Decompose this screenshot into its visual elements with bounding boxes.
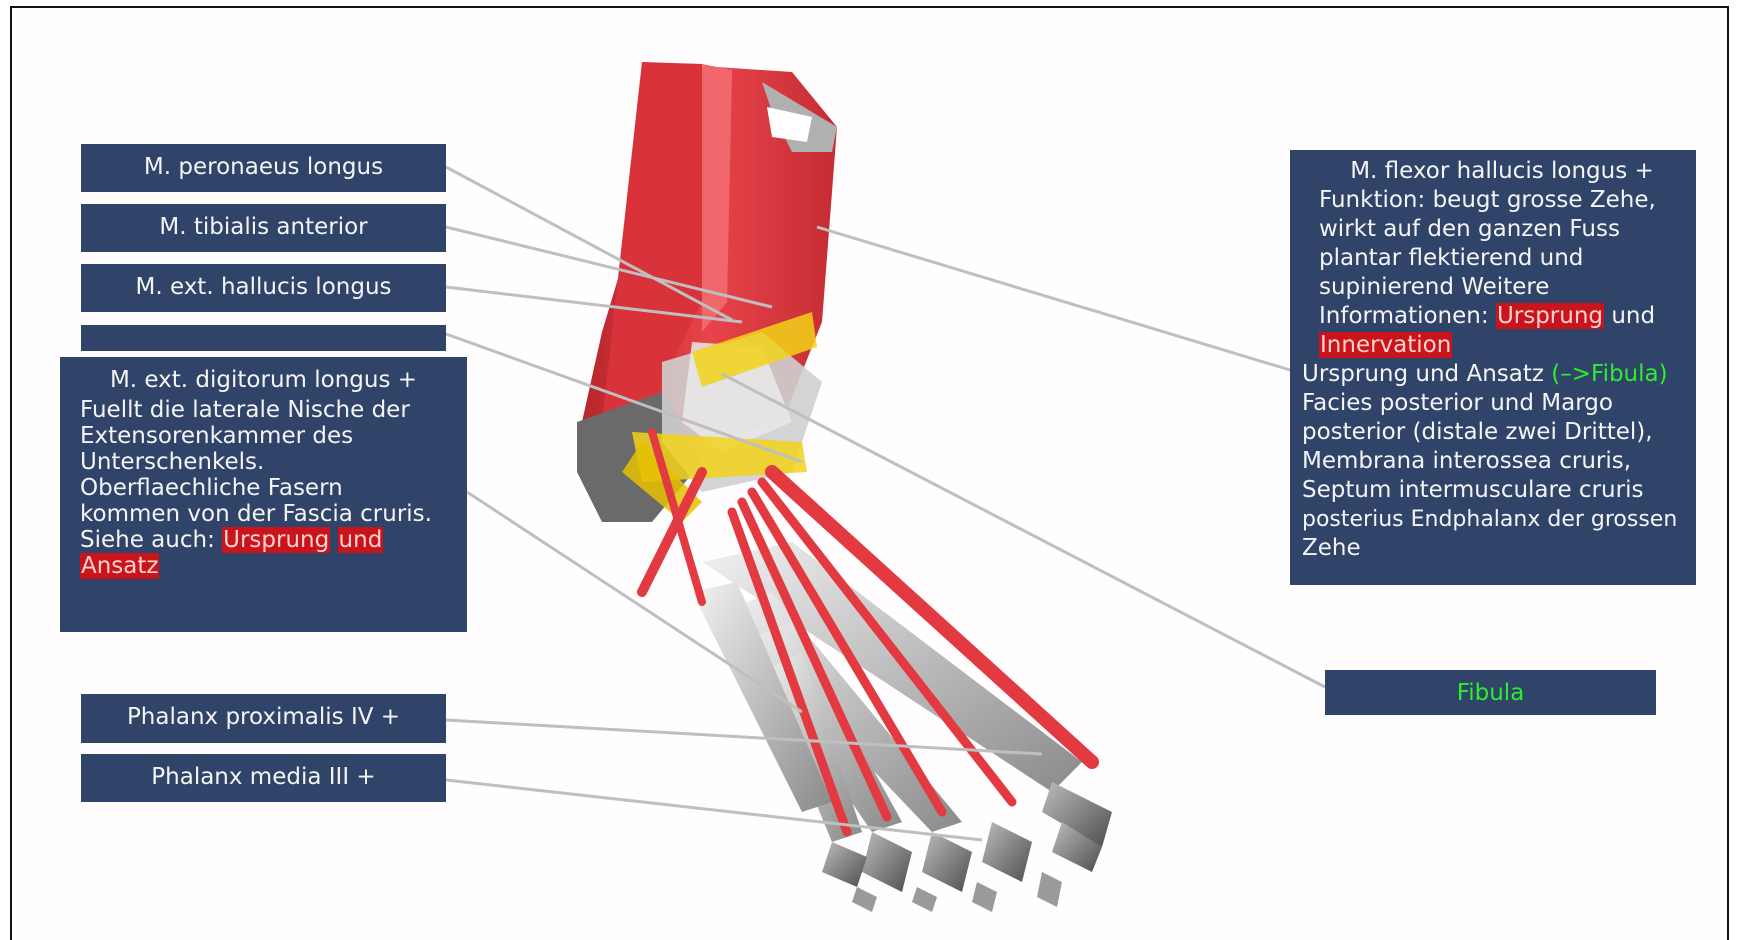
label-flexor-hallucis-longus-panel[interactable]: M. flexor hallucis longus + Funktion: be… bbox=[1290, 150, 1696, 585]
label-peronaeus-longus[interactable]: M. peronaeus longus bbox=[81, 144, 446, 192]
innervation-line: Innervation bbox=[1319, 331, 1696, 360]
panel-title: M. flexor hallucis longus + bbox=[1290, 157, 1696, 186]
label-phalanx-proximalis[interactable]: Phalanx proximalis IV + bbox=[81, 694, 446, 743]
label-text: M. peronaeus longus bbox=[144, 154, 383, 180]
label-blank[interactable] bbox=[81, 325, 446, 351]
panel-line: Unterschenkels. bbox=[80, 449, 467, 475]
label-text: M. ext. hallucis longus bbox=[135, 274, 391, 300]
detail-line: Zehe bbox=[1302, 534, 1696, 563]
detail-line: Septum intermusculare cruris bbox=[1302, 476, 1696, 505]
link-fibula[interactable]: (–>Fibula) bbox=[1551, 361, 1667, 387]
panel-line: Fuellt die laterale Nische der bbox=[80, 397, 467, 423]
link-ursprung[interactable]: Ursprung bbox=[222, 527, 330, 553]
detail-line: Membrana interossea cruris, bbox=[1302, 447, 1696, 476]
label-fibula[interactable]: Fibula bbox=[1325, 670, 1656, 715]
panel-line: supinierend Weitere bbox=[1319, 273, 1696, 302]
panel-line: wirkt auf den ganzen Fuss bbox=[1319, 215, 1696, 244]
label-text: Fibula bbox=[1457, 680, 1525, 706]
panel-line: kommen von der Fascia cruris. bbox=[80, 501, 467, 527]
section-title-line: Ursprung und Ansatz (–>Fibula) bbox=[1302, 360, 1696, 389]
label-tibialis-anterior[interactable]: M. tibialis anterior bbox=[81, 204, 446, 252]
detail-line: posterior (distale zwei Drittel), bbox=[1302, 418, 1696, 447]
detail-line: Facies posterior und Margo bbox=[1302, 389, 1696, 418]
see-also-text: Siehe auch: bbox=[80, 527, 215, 553]
section-title: Ursprung und Ansatz bbox=[1302, 361, 1544, 387]
detail-line: posterius Endphalanx der grossen bbox=[1302, 505, 1696, 534]
label-text: Phalanx proximalis IV + bbox=[127, 704, 400, 730]
info-line: Informationen: Ursprung und bbox=[1319, 302, 1696, 331]
label-ext-hallucis-longus[interactable]: M. ext. hallucis longus bbox=[81, 264, 446, 312]
label-phalanx-media[interactable]: Phalanx media III + bbox=[81, 754, 446, 802]
panel-line: Oberflaechliche Fasern bbox=[80, 475, 467, 501]
info-prefix: Informationen: bbox=[1319, 303, 1489, 329]
panel-line: Funktion: beugt grosse Zehe, bbox=[1319, 186, 1696, 215]
see-also-line: Siehe auch: Ursprung und bbox=[80, 527, 467, 553]
link-ansatz[interactable]: Ansatz bbox=[80, 553, 159, 579]
panel-title: M. ext. digitorum longus + bbox=[82, 367, 467, 393]
label-text: Phalanx media III + bbox=[151, 764, 375, 790]
panel-line: plantar flektierend und bbox=[1319, 244, 1696, 273]
link-und[interactable]: und bbox=[338, 527, 384, 553]
link-innervation[interactable]: Innervation bbox=[1319, 332, 1452, 358]
ansatz-line: Ansatz bbox=[80, 553, 467, 579]
label-text: M. tibialis anterior bbox=[159, 214, 367, 240]
panel-line: Extensorenkammer des bbox=[80, 423, 467, 449]
link-ursprung[interactable]: Ursprung bbox=[1496, 303, 1604, 329]
viewer-canvas: M. peronaeus longus M. tibialis anterior… bbox=[10, 6, 1729, 940]
und-text: und bbox=[1611, 303, 1655, 329]
label-ext-digitorum-longus-panel[interactable]: M. ext. digitorum longus + Fuellt die la… bbox=[60, 357, 467, 632]
